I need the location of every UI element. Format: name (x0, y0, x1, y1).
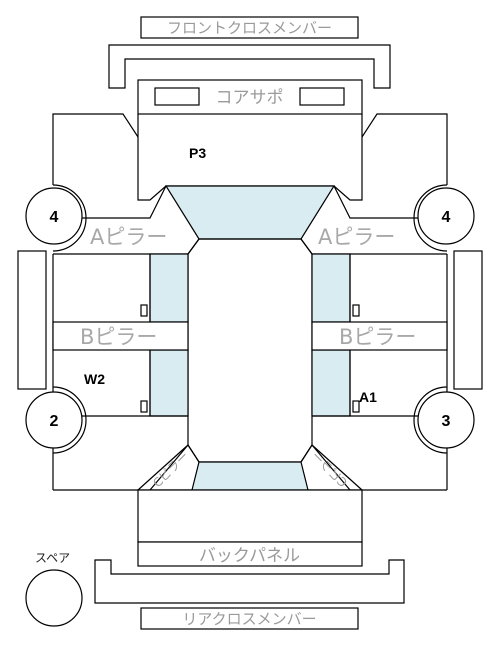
left-front-fender (52, 113, 139, 185)
left-c-pillar-label: Cピラー (150, 449, 191, 490)
right-front-wheel-arch (413, 184, 448, 252)
marker-a1: A1 (359, 389, 377, 405)
left-rear-wheel-arch (52, 386, 87, 454)
trunk (137, 489, 363, 543)
right-front-door-handle (352, 304, 360, 317)
left-b-pillar (52, 321, 189, 351)
marker-p3: P3 (189, 145, 206, 161)
rear-bracket (94, 559, 405, 604)
right-front-fender (361, 113, 448, 185)
right-front-window (311, 253, 351, 323)
right-c-pillar-outer (311, 444, 363, 491)
wheel-rear-left (25, 391, 83, 449)
back-panel (137, 541, 363, 567)
marker-w2: W2 (84, 371, 105, 387)
right-c-pillar (300, 443, 351, 491)
rear-window (191, 461, 309, 491)
left-c-pillar-outer (137, 444, 189, 491)
left-b-pillar-label: Bピラー (80, 325, 157, 349)
front-cross-member-label: フロントクロスメンバー (167, 19, 332, 37)
spare-label: スペア (35, 551, 70, 565)
front-cross-member-box (140, 16, 359, 39)
right-c-pillar-label: Cピラー (308, 449, 349, 490)
right-rear-window (311, 349, 351, 417)
core-support-label: コアサポ (216, 88, 284, 108)
core-support-right-slot (299, 87, 345, 106)
right-b-pillar-label: Bピラー (339, 325, 416, 349)
core-support-left-slot (154, 87, 200, 106)
left-a-pillar-label: Aピラー (90, 225, 167, 249)
right-a-pillar-label: Aピラー (318, 225, 395, 249)
left-rear-window (149, 349, 189, 417)
wheel-front-right (417, 187, 475, 245)
right-side-panel (453, 250, 483, 390)
left-front-wheel-arch (52, 184, 87, 252)
right-a-pillar-top (333, 185, 447, 219)
left-rear-door-handle (140, 400, 148, 413)
left-c-pillar (149, 443, 200, 491)
right-rear-wheel-arch (413, 386, 448, 454)
right-rear-door-handle (352, 400, 360, 413)
rear-cross-member-label: リアクロスメンバー (182, 610, 316, 628)
left-front-door-handle (140, 304, 148, 317)
wheel-rear-right-label: 3 (442, 413, 451, 430)
windshield (164, 185, 336, 240)
wheel-front-right-label: 4 (442, 209, 451, 226)
wheel-rear-left-label: 2 (50, 413, 59, 430)
front-bracket (108, 44, 391, 89)
roof (187, 238, 313, 463)
left-side-panel (17, 250, 47, 390)
wheel-rear-right (417, 391, 475, 449)
spare-tire (25, 569, 83, 627)
left-front-window (149, 253, 189, 323)
wheel-front-left (25, 187, 83, 245)
left-a-pillar-top (53, 185, 167, 219)
rear-cross-member-box (140, 607, 359, 630)
wheel-front-left-label: 4 (50, 209, 59, 226)
back-panel-label: バックパネル (199, 546, 300, 566)
right-b-pillar (311, 321, 448, 351)
